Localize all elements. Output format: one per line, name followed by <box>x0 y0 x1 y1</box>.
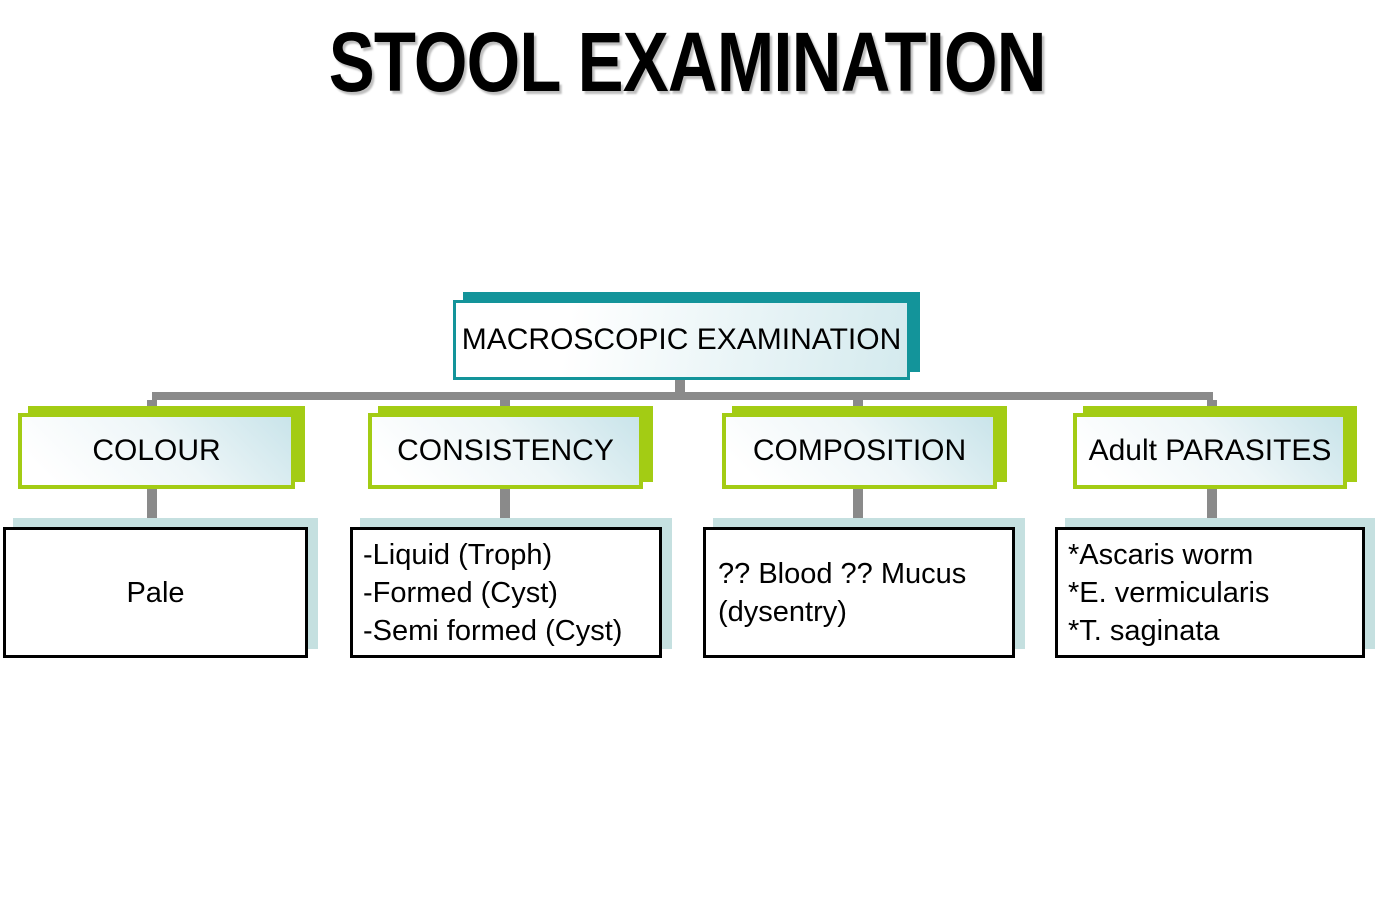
root-node-macroscopic-examination: MACROSCOPIC EXAMINATION <box>453 300 910 380</box>
detail-box-consistency: -Liquid (Troph) -Formed (Cyst) -Semi for… <box>350 527 662 658</box>
detail-line: -Liquid (Troph) <box>363 539 553 571</box>
category-box-composition: COMPOSITION <box>722 413 997 489</box>
detail-line: *T. saginata <box>1068 615 1220 647</box>
category-label: COMPOSITION <box>752 434 967 467</box>
root-node-label: MACROSCOPIC EXAMINATION <box>461 323 902 356</box>
detail-line: *E. vermicularis <box>1068 577 1270 609</box>
detail-box-adult-parasites: *Ascaris worm *E. vermicularis *T. sagin… <box>1055 527 1365 658</box>
connector-stub-composition-bottom <box>853 487 863 528</box>
detail-line: Pale <box>126 576 185 609</box>
detail-line: -Semi formed (Cyst) <box>363 615 623 647</box>
detail-line: ?? Blood ?? Mucus <box>718 557 967 590</box>
category-box-consistency: CONSISTENCY <box>368 413 643 489</box>
connector-stub-consistency-bottom <box>500 487 510 528</box>
connector-root-stub <box>675 378 685 393</box>
page-title: STOOL EXAMINATION <box>0 16 1375 108</box>
detail-line: *Ascaris worm <box>1068 539 1254 571</box>
page-title-text: STOOL EXAMINATION <box>328 15 1047 109</box>
detail-line: -Formed (Cyst) <box>363 577 558 609</box>
detail-box-composition: ?? Blood ?? Mucus (dysentry) <box>703 527 1015 658</box>
connector-stub-colour-bottom <box>147 487 157 528</box>
connector-horizontal-line <box>152 392 1213 400</box>
detail-box-colour: Pale <box>3 527 308 658</box>
category-label: CONSISTENCY <box>397 434 614 467</box>
category-box-adult-parasites: Adult PARASITES <box>1073 413 1347 489</box>
connector-stub-parasites-bottom <box>1207 487 1217 528</box>
detail-line: (dysentry) <box>718 595 847 628</box>
category-label: Adult PARASITES <box>1088 434 1332 467</box>
category-label: COLOUR <box>92 434 221 467</box>
category-box-colour: COLOUR <box>18 413 295 489</box>
